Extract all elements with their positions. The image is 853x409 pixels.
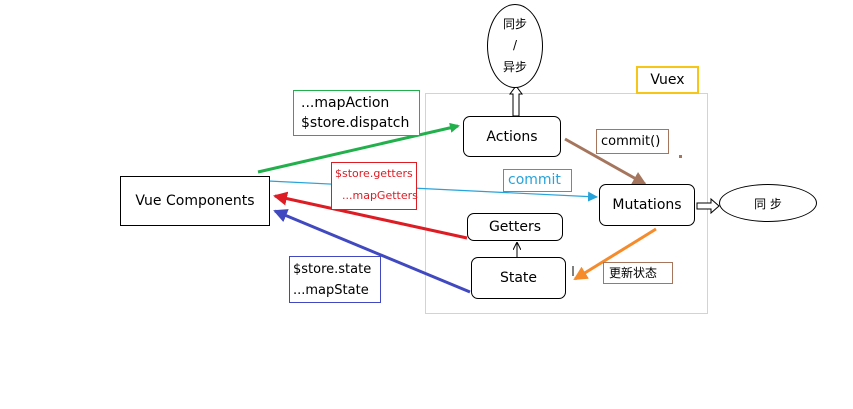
store-state-text: $store.state bbox=[293, 262, 372, 277]
sync-async-ellipse: 同步 / 异步 bbox=[487, 4, 543, 88]
sync-ellipse: 同 步 bbox=[719, 184, 817, 222]
stray-mark bbox=[679, 155, 682, 158]
vuex-label: Vuex bbox=[636, 66, 699, 94]
slash-text: / bbox=[512, 38, 518, 53]
getters-arrow bbox=[273, 191, 468, 240]
commit-label: commit bbox=[503, 169, 572, 192]
component-commit-arrow bbox=[267, 180, 598, 202]
map-state-text: ...mapState bbox=[293, 283, 369, 298]
update-state-label: 更新状态 bbox=[603, 262, 673, 284]
dispatch-arrow bbox=[257, 122, 460, 174]
async-hollow-arrow bbox=[509, 85, 523, 117]
vue-components-node: Vue Components bbox=[120, 176, 270, 226]
update-state-arrow bbox=[573, 227, 657, 281]
actions-commit-arrow bbox=[564, 137, 647, 186]
state-arrow bbox=[273, 209, 471, 294]
map-getters-text: ...mapGetters bbox=[342, 189, 418, 202]
getters-node: Getters bbox=[467, 213, 563, 241]
map-action-text: ...mapAction bbox=[301, 95, 390, 111]
getters-label: $store.getters ...mapGetters bbox=[331, 162, 418, 210]
dispatch-label: ...mapAction $store.dispatch bbox=[293, 90, 420, 136]
store-dispatch-text: $store.dispatch bbox=[301, 115, 410, 131]
actions-node: Actions bbox=[463, 116, 561, 157]
sync-text: 同步 bbox=[502, 16, 527, 31]
state-label: $store.state ...mapState bbox=[289, 256, 381, 303]
mutations-node: Mutations bbox=[599, 184, 695, 226]
sync-hollow-arrow bbox=[696, 197, 720, 215]
state-node: State bbox=[471, 257, 566, 299]
store-getters-text: $store.getters bbox=[335, 167, 413, 180]
commit-call-label: commit() bbox=[596, 129, 669, 154]
async-text: 异步 bbox=[502, 59, 527, 74]
